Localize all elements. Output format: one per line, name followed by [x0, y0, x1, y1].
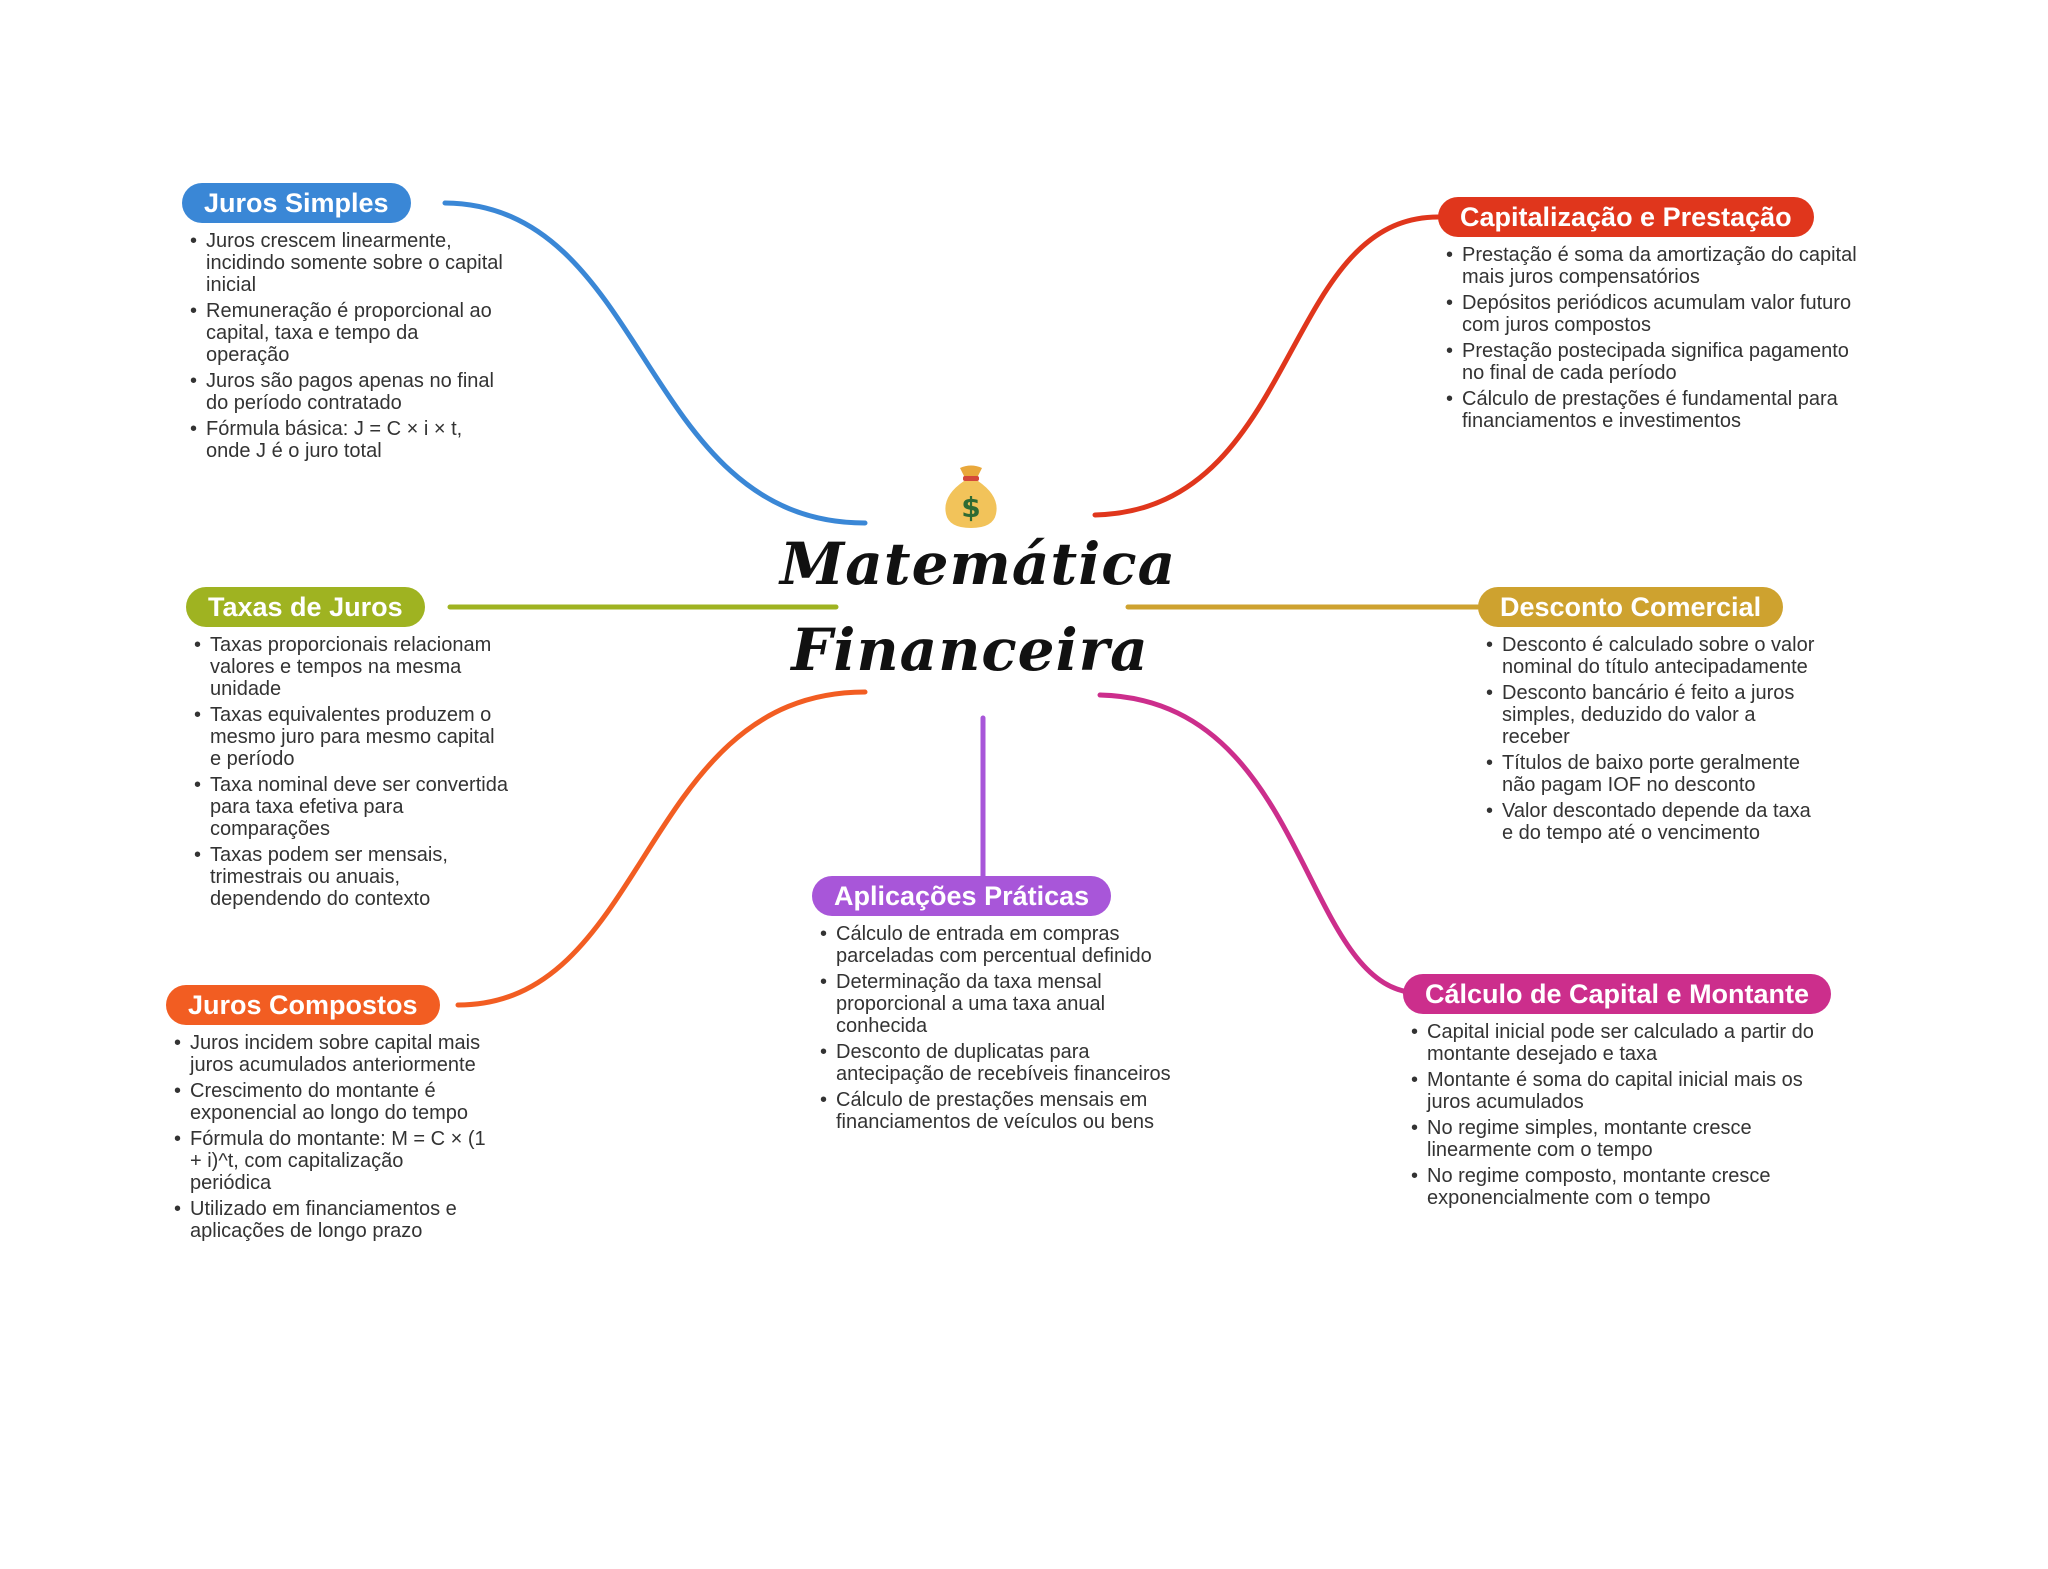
branch-item: Utilizado em financiamentos e aplicações… — [174, 1198, 490, 1242]
diagram-title-line-1: Matemática — [780, 530, 1177, 598]
branch-juros-simples: Juros Simples Juros crescem linearmente,… — [182, 183, 503, 466]
branch-item: Juros crescem linearmente, incidindo som… — [190, 230, 506, 296]
branch-capitalizacao-prestacao: Capitalização e Prestação Prestação é so… — [1438, 197, 1878, 436]
branch-item: No regime simples, montante cresce linea… — [1411, 1117, 1827, 1161]
branch-item: Taxas podem ser mensais, trimestrais ou … — [194, 844, 510, 910]
svg-text:$: $ — [961, 491, 980, 524]
branch-title: Juros Compostos — [166, 985, 440, 1025]
branch-item: Juros incidem sobre capital mais juros a… — [174, 1032, 490, 1076]
branch-item: Fórmula do montante: M = C × (1 + i)^t, … — [174, 1128, 490, 1194]
connector-calculo-capital-montante — [1097, 692, 1421, 996]
branch-item: Prestação é soma da amortização do capit… — [1446, 244, 1857, 288]
branch-item: Desconto de duplicatas para antecipação … — [820, 1041, 1171, 1085]
branch-title: Cálculo de Capital e Montante — [1403, 974, 1832, 1014]
connector-juros-simples — [442, 200, 868, 526]
branch-item: Desconto bancário é feito a juros simple… — [1486, 682, 1822, 748]
branch-item: Valor descontado depende da taxa e do te… — [1486, 800, 1822, 844]
branch-desconto-comercial: Desconto Comercial Desconto é calculado … — [1478, 587, 1838, 848]
branch-item: Remuneração é proporcional ao capital, t… — [190, 300, 506, 366]
branch-aplicacoes-praticas: Aplicações Práticas Cálculo de entrada e… — [812, 876, 1172, 1137]
branch-item: Taxa nominal deve ser convertida para ta… — [194, 774, 510, 840]
branch-item: Cálculo de entrada em compras parceladas… — [820, 923, 1171, 967]
branch-item: Desconto é calculado sobre o valor nomin… — [1486, 634, 1822, 678]
branch-title: Taxas de Juros — [186, 587, 425, 627]
branch-title: Capitalização e Prestação — [1438, 197, 1814, 237]
branch-item: Crescimento do montante é exponencial ao… — [174, 1080, 490, 1124]
branch-item: Juros são pagos apenas no final do perío… — [190, 370, 506, 414]
branch-item: Cálculo de prestações mensais em financi… — [820, 1089, 1171, 1133]
branch-item: Taxas proporcionais relacionam valores e… — [194, 634, 510, 700]
branch-calculo-capital-montante: Cálculo de Capital e Montante Capital in… — [1403, 974, 1903, 1213]
branch-juros-compostos: Juros Compostos Juros incidem sobre capi… — [166, 985, 486, 1246]
branch-item: Montante é soma do capital inicial mais … — [1411, 1069, 1827, 1113]
branch-item: Títulos de baixo porte geralmente não pa… — [1486, 752, 1822, 796]
branch-item: Depósitos periódicos acumulam valor futu… — [1446, 292, 1857, 336]
branch-item: Capital inicial pode ser calculado a par… — [1411, 1021, 1827, 1065]
money-bag-icon: $ — [936, 462, 1006, 532]
connector-capitalizacao-prestacao — [1092, 214, 1441, 518]
diagram-title-line-2: Financeira — [791, 616, 1149, 684]
branch-item: Prestação postecipada significa pagament… — [1446, 340, 1857, 384]
branch-item: Determinação da taxa mensal proporcional… — [820, 971, 1171, 1037]
branch-item: No regime composto, montante cresce expo… — [1411, 1165, 1827, 1209]
branch-item: Taxas equivalentes produzem o mesmo juro… — [194, 704, 510, 770]
branch-item: Fórmula básica: J = C × i × t, onde J é … — [190, 418, 506, 462]
branch-taxas-de-juros: Taxas de Juros Taxas proporcionais relac… — [186, 587, 526, 914]
connector-juros-compostos — [455, 689, 868, 1008]
branch-title: Desconto Comercial — [1478, 587, 1784, 627]
branch-item: Cálculo de prestações é fundamental para… — [1446, 388, 1857, 432]
branch-title: Juros Simples — [182, 183, 411, 223]
branch-title: Aplicações Práticas — [812, 876, 1112, 916]
